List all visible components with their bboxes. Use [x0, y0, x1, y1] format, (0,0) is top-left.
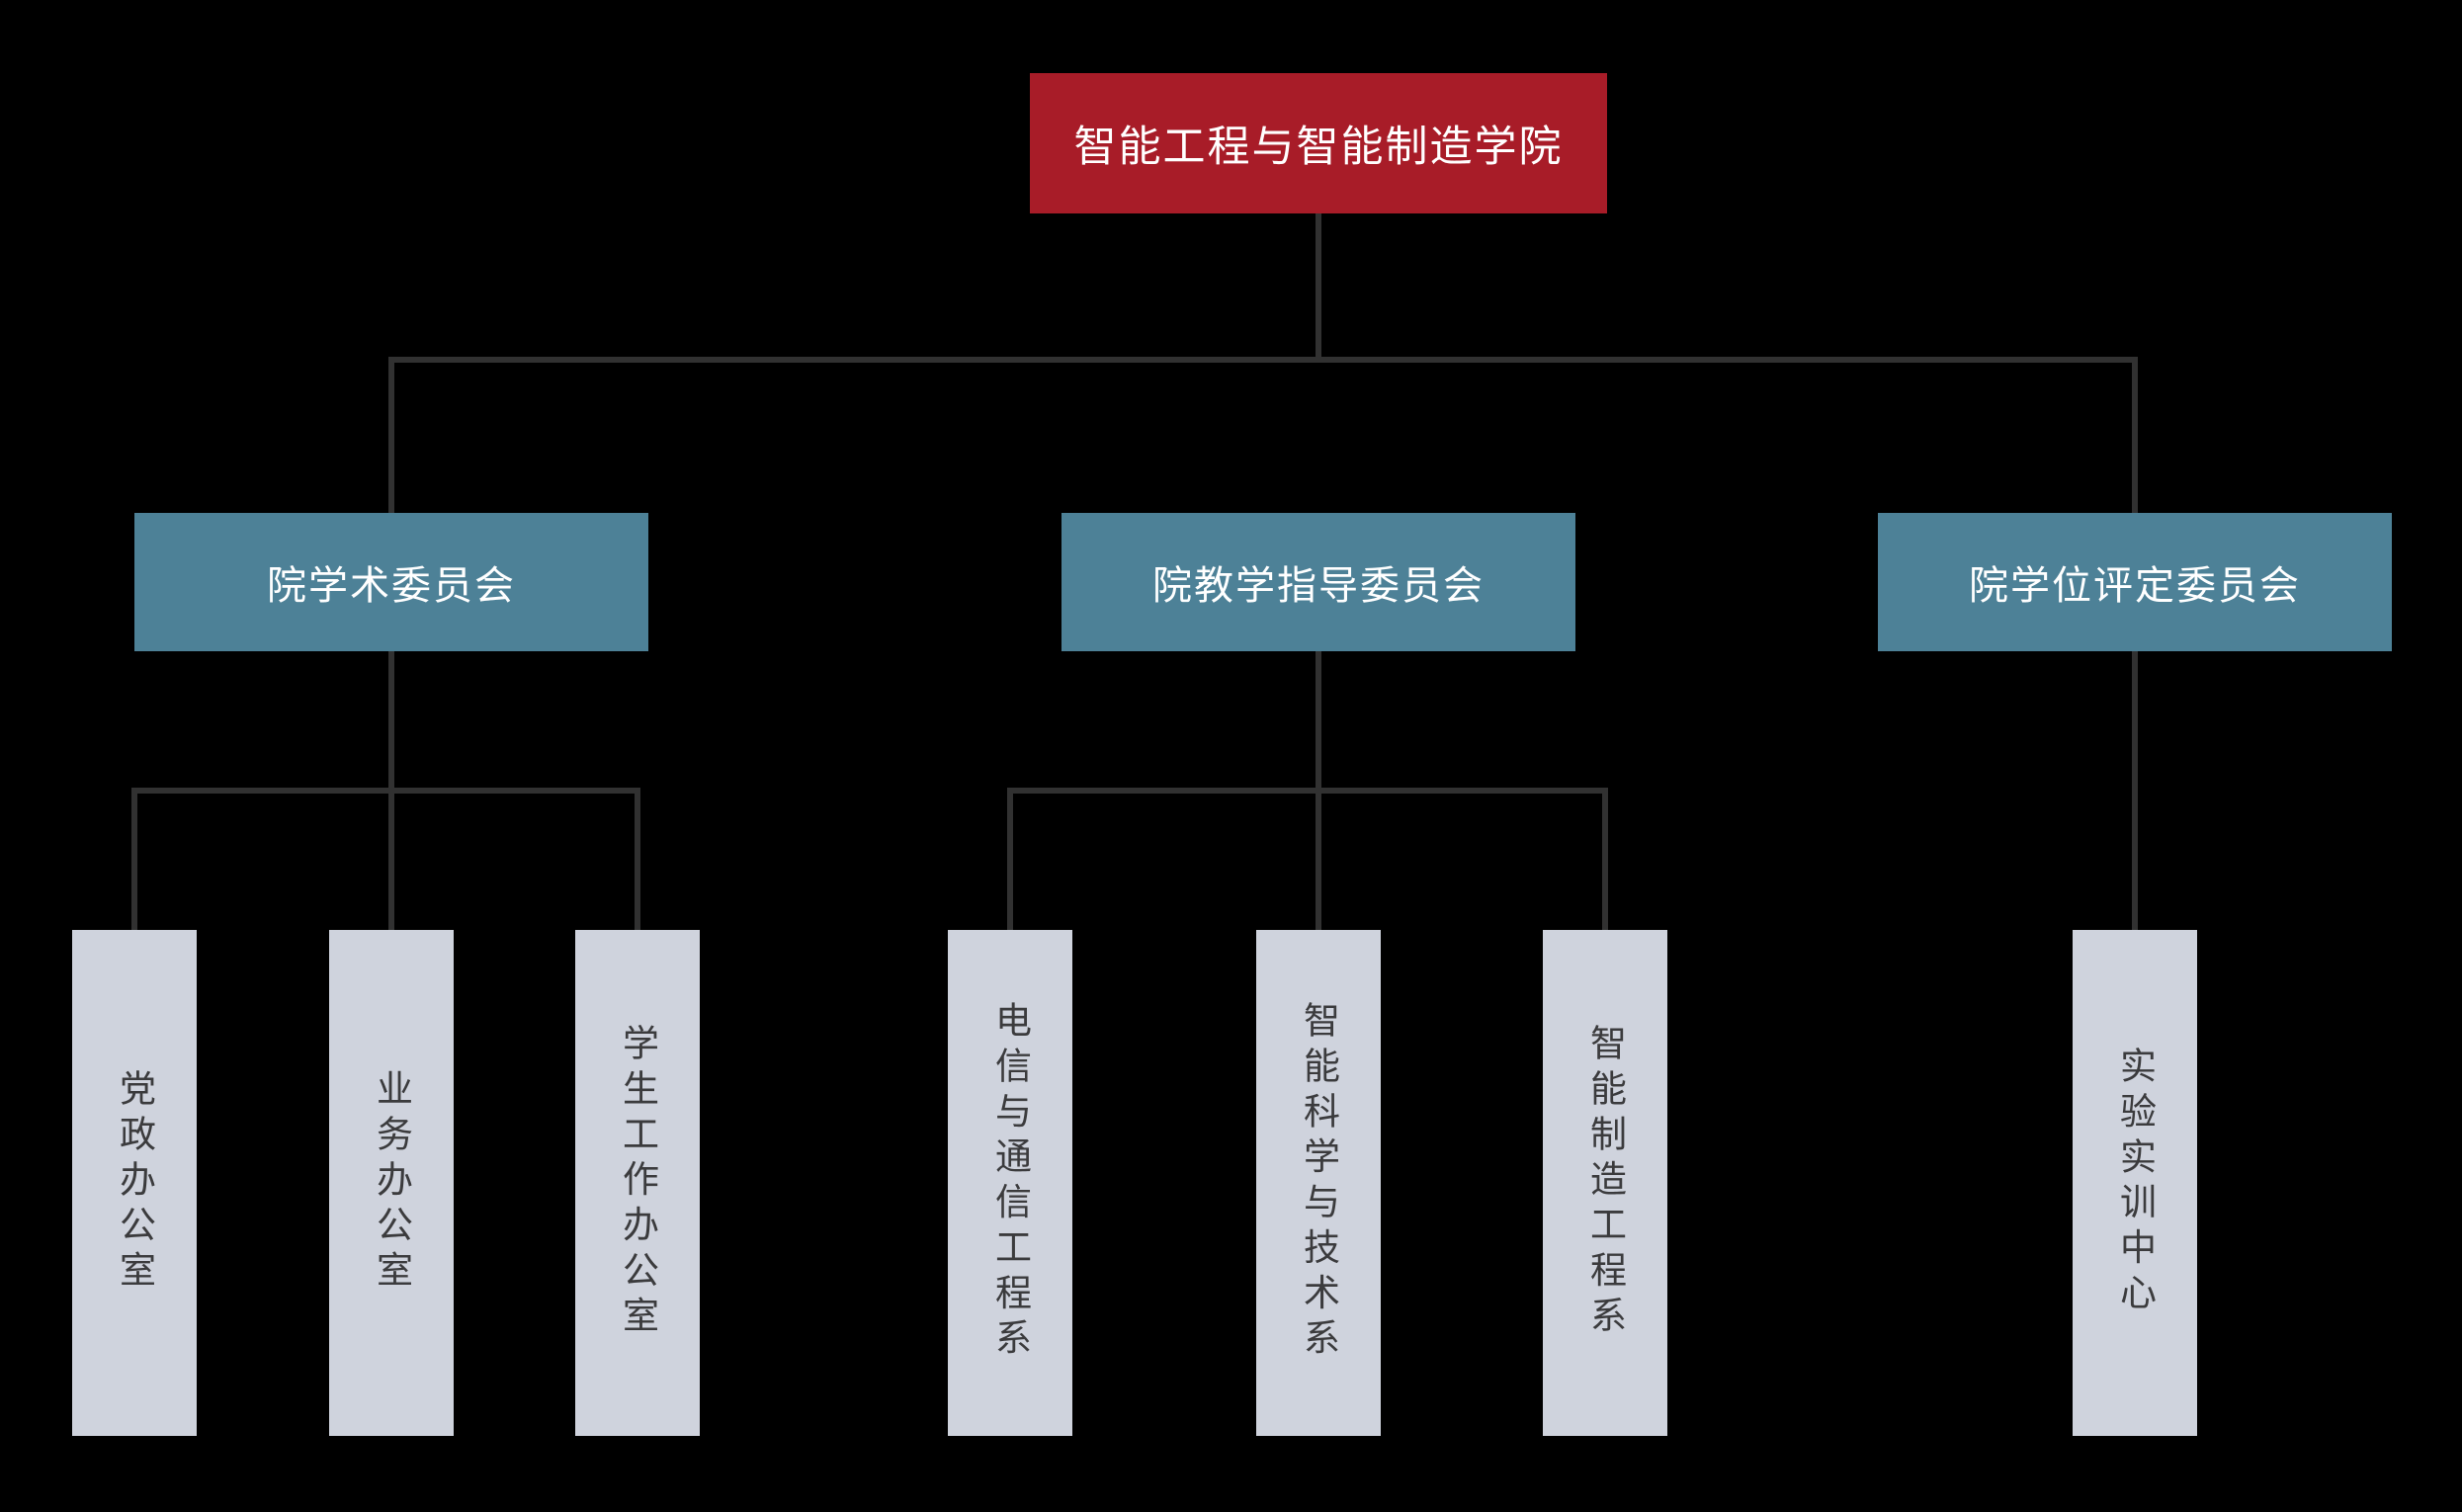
org-node-committee-degree: 院学位评定委员会: [1878, 513, 2392, 651]
org-node-dept-training-center: 实验实训中心: [2073, 930, 2197, 1436]
connector-level1-rail: [388, 357, 2138, 363]
org-node-committee-degree-label: 院学位评定委员会: [1969, 564, 2301, 608]
org-node-dept-intelligent-science-label: 智能科学与技术系: [1298, 1001, 1339, 1365]
org-node-dept-telecom: 电信与通信工程系: [948, 930, 1072, 1436]
org-node-dept-student-office-label: 学生工作办公室: [617, 1024, 658, 1342]
org-node-dept-telecom-label: 电信与通信工程系: [989, 1001, 1031, 1365]
org-node-dept-party-office-label: 党政办公室: [114, 1069, 155, 1297]
connector-drop-dept-telecom: [1007, 788, 1013, 930]
connector-drop-dept-intelligent-manufacturing: [1602, 788, 1608, 930]
org-node-root-label: 智能工程与智能制造学院: [1073, 124, 1564, 171]
connector-drop-dept-business-office: [388, 788, 394, 930]
org-node-committee-academic: 院学术委员会: [134, 513, 648, 651]
org-node-dept-student-office: 学生工作办公室: [575, 930, 700, 1436]
connector-drop-dept-party-office: [131, 788, 137, 930]
org-node-dept-intelligent-manufacturing: 智能制造工程系: [1543, 930, 1667, 1436]
org-node-committee-academic-label: 院学术委员会: [267, 564, 516, 608]
connector-teaching-down: [1316, 651, 1321, 791]
org-node-dept-intelligent-science: 智能科学与技术系: [1256, 930, 1381, 1436]
org-node-dept-party-office: 党政办公室: [72, 930, 197, 1436]
connector-teaching-rail: [1007, 788, 1608, 794]
org-node-dept-intelligent-manufacturing-label: 智能制造工程系: [1584, 1024, 1626, 1342]
connector-root-drop: [1316, 213, 1321, 360]
org-node-dept-training-center-label: 实验实训中心: [2114, 1047, 2156, 1319]
org-node-committee-teaching-label: 院教学指导委员会: [1152, 564, 1485, 608]
connector-drop-dept-student-office: [635, 788, 640, 930]
connector-drop-dept-training-center: [2132, 651, 2138, 930]
org-node-dept-business-office-label: 业务办公室: [371, 1069, 412, 1297]
connector-drop-committee-degree: [2132, 357, 2138, 513]
org-node-dept-business-office: 业务办公室: [329, 930, 454, 1436]
connector-academic-rail: [131, 788, 640, 794]
connector-drop-committee-academic: [388, 357, 394, 513]
connector-academic-down: [388, 651, 394, 791]
org-node-committee-teaching: 院教学指导委员会: [1061, 513, 1575, 651]
org-node-root: 智能工程与智能制造学院: [1030, 73, 1607, 213]
connector-drop-dept-intelligent-science: [1316, 788, 1321, 930]
